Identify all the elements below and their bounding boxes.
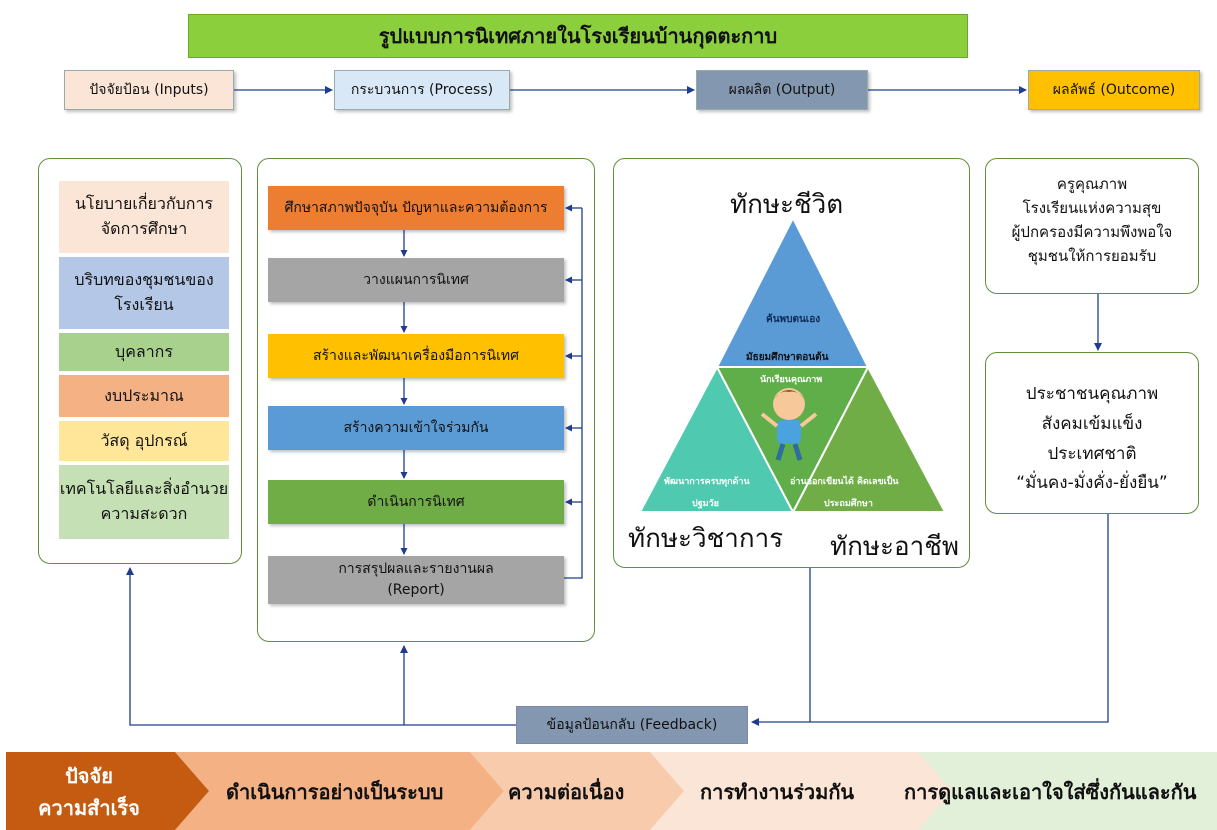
step-report-line1: การสรุปผลและรายงานผล bbox=[338, 561, 494, 577]
outcome-header: ผลลัพธ์ (Outcome) bbox=[1028, 70, 1200, 110]
skill-life-label: ทักษะชีวิต bbox=[730, 190, 844, 220]
step-plan: วางแผนการนิเทศ bbox=[268, 258, 564, 302]
success-factors-label: ปัจจัย ความสำเร็จ bbox=[14, 760, 164, 824]
step-supervise: ดำเนินการนิเทศ bbox=[268, 480, 564, 524]
input-budget: งบประมาณ bbox=[58, 374, 230, 418]
outcome1-line: ครูคุณภาพ bbox=[1056, 175, 1128, 193]
input-technology: เทคโนโลยีและสิ่งอำนวยความสะดวก bbox=[58, 464, 230, 540]
factor-cooperation: การทำงานร่วมกัน bbox=[700, 780, 855, 804]
input-personnel: บุคลากร bbox=[58, 332, 230, 372]
process-header: กระบวนการ (Process) bbox=[334, 70, 510, 110]
outcome2-line: “มั่นคง-มั่งคั่ง-ยั่งยืน” bbox=[1016, 473, 1168, 494]
page-title: รูปแบบการนิเทศภายในโรงเรียนบ้านกุดตะกาบ bbox=[188, 14, 968, 58]
outcome2-line: ประชาชนคุณภาพ bbox=[1025, 384, 1159, 404]
student-icon bbox=[760, 388, 818, 461]
outcome1-line: ชุมชนให้การยอมรับ bbox=[1027, 247, 1157, 265]
tri-left-text: พัฒนาการครบทุกด้าน bbox=[664, 477, 750, 487]
outcome-panel-1 bbox=[985, 158, 1199, 294]
success-label-line2: ความสำเร็จ bbox=[38, 796, 140, 820]
outcome2-line: ประเทศชาติ bbox=[1047, 443, 1137, 464]
factor-continuity: ความต่อเนื่อง bbox=[508, 780, 625, 804]
feedback-box: ข้อมูลป้อนกลับ (Feedback) bbox=[516, 706, 748, 744]
step-report: การสรุปผลและรายงานผล (Report) bbox=[268, 556, 564, 604]
inputs-header: ปัจจัยป้อน (Inputs) bbox=[64, 70, 234, 110]
step-tools: สร้างและพัฒนาเครื่องมือการนิเทศ bbox=[268, 334, 564, 378]
tri-top-level: มัธยมศึกษาตอนต้น bbox=[746, 352, 829, 363]
success-label-line1: ปัจจัย bbox=[65, 764, 113, 788]
outcome-box2-text: ประชาชนคุณภาพ สังคมเข้มแข็ง ประเทศชาติ “… bbox=[990, 380, 1194, 499]
success-factors-bar bbox=[6, 752, 1217, 830]
factor-systematic: ดำเนินการอย่างเป็นระบบ bbox=[226, 780, 444, 804]
outcome-box1-text: ครูคุณภาพ โรงเรียนแห่งความสุข ผู้ปกครองม… bbox=[990, 172, 1194, 268]
input-policy: นโยบายเกี่ยวกับการจัดการศึกษา bbox=[58, 180, 230, 254]
input-community: บริบทของชุมชนของโรงเรียน bbox=[58, 256, 230, 330]
tri-center-text: นักเรียนคุณภาพ bbox=[760, 375, 823, 385]
tri-right-level: ประถมศึกษา bbox=[824, 499, 873, 509]
outcome2-line: สังคมเข้มแข็ง bbox=[1041, 413, 1143, 434]
skill-academic-label: ทักษะวิชาการ bbox=[628, 524, 784, 554]
skills-triangle bbox=[638, 215, 947, 515]
factor-care: การดูแลและเอาใจใส่ซึ่งกันและกัน bbox=[904, 780, 1197, 804]
step-understanding: สร้างความเข้าใจร่วมกัน bbox=[268, 406, 564, 450]
outcome1-line: ผู้ปกครองมีความพึงพอใจ bbox=[1011, 223, 1173, 241]
output-header: ผลผลิต (Output) bbox=[696, 70, 868, 110]
tri-top-text: ค้นพบตนเอง bbox=[766, 314, 821, 325]
step-study: ศึกษาสภาพปัจจุบัน ปัญหาและความต้องการ bbox=[268, 186, 564, 230]
outcome-panel-2 bbox=[985, 352, 1199, 514]
skill-career-label: ทักษะอาชีพ bbox=[830, 532, 959, 562]
outcome1-line: โรงเรียนแห่งความสุข bbox=[1022, 199, 1162, 217]
step-report-line2: (Report) bbox=[387, 582, 445, 598]
input-materials: วัสดุ อุปกรณ์ bbox=[58, 420, 230, 462]
tri-left-level: ปฐมวัย bbox=[692, 499, 719, 509]
tri-right-text: อ่านออกเขียนได้ คิดเลขเป็น bbox=[790, 477, 899, 487]
